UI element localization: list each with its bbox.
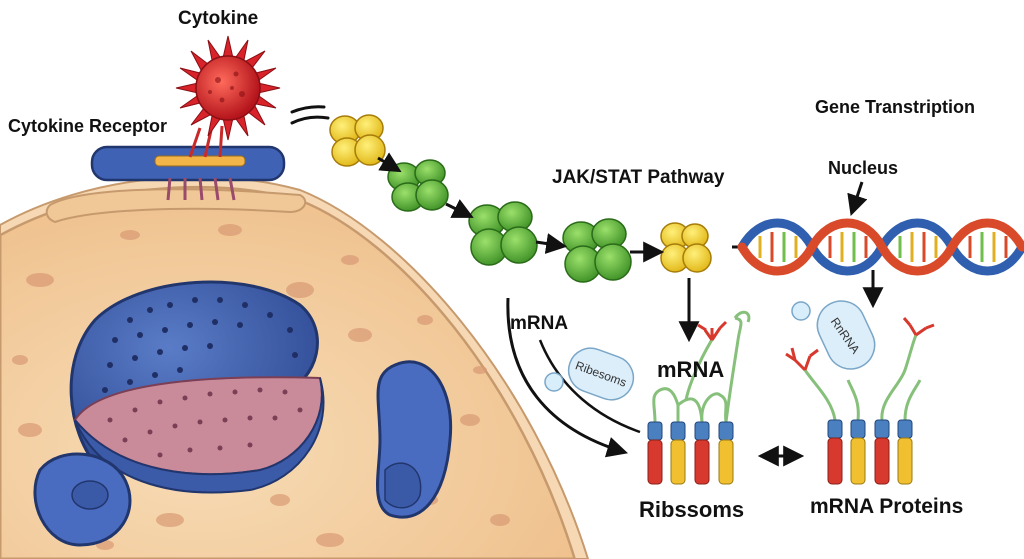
stat-protein-icon: [329, 114, 386, 167]
label-nucleus: Nucleus: [828, 158, 899, 178]
nucleus-dots: [102, 297, 298, 393]
rna-pill-icon: RnRNA: [791, 300, 876, 370]
cascade-arrows: [377, 152, 884, 467]
ribosome-pill-icon: Ribesoms: [544, 347, 635, 401]
signal-emission-icon: [290, 105, 330, 125]
dna-helix-icon: [732, 218, 1024, 276]
arrow-2: [445, 199, 474, 218]
cell: [0, 175, 590, 559]
label-mrna-proteins: mRNA Proteins: [810, 495, 964, 518]
label-ribosomes: Ribssoms: [639, 497, 745, 522]
label-cytokine-receptor: Cytokine Receptor: [8, 116, 168, 136]
membrane-patch: [45, 188, 307, 224]
label-gene-transcription: Gene Transtription: [815, 97, 976, 117]
ribosome-cluster-icon: [647, 310, 751, 485]
cytokine-icon: [175, 35, 281, 141]
jak-protein-icon: [562, 218, 632, 283]
stat-protein-icon: [660, 222, 712, 273]
label-mrna-left: mRNA: [510, 313, 569, 334]
curved-arrow-outer: [506, 297, 629, 458]
label-jak-stat-pathway: JAK/STAT Pathway: [552, 167, 725, 188]
arrow-3: [535, 233, 568, 254]
arrow-1: [377, 152, 402, 173]
organelle-bean-left-inner: [71, 480, 109, 510]
label-mrna-center: mRNA: [657, 357, 725, 382]
protein-cluster-icon: [785, 317, 935, 485]
nucleus-organelle: [69, 280, 325, 494]
jak-protein-icon: [468, 201, 538, 266]
label-cytokine: Cytokine: [178, 8, 259, 29]
curved-arrow-inner: [538, 339, 641, 434]
jak-protein-icon: [387, 159, 449, 212]
organelle-bean-inner: [384, 462, 422, 509]
nucleolus-dots: [107, 387, 303, 458]
arrow-nucleus: [847, 181, 868, 216]
cytoplasm-granules: [12, 224, 510, 550]
nucleus-lower-rim: [74, 377, 325, 494]
